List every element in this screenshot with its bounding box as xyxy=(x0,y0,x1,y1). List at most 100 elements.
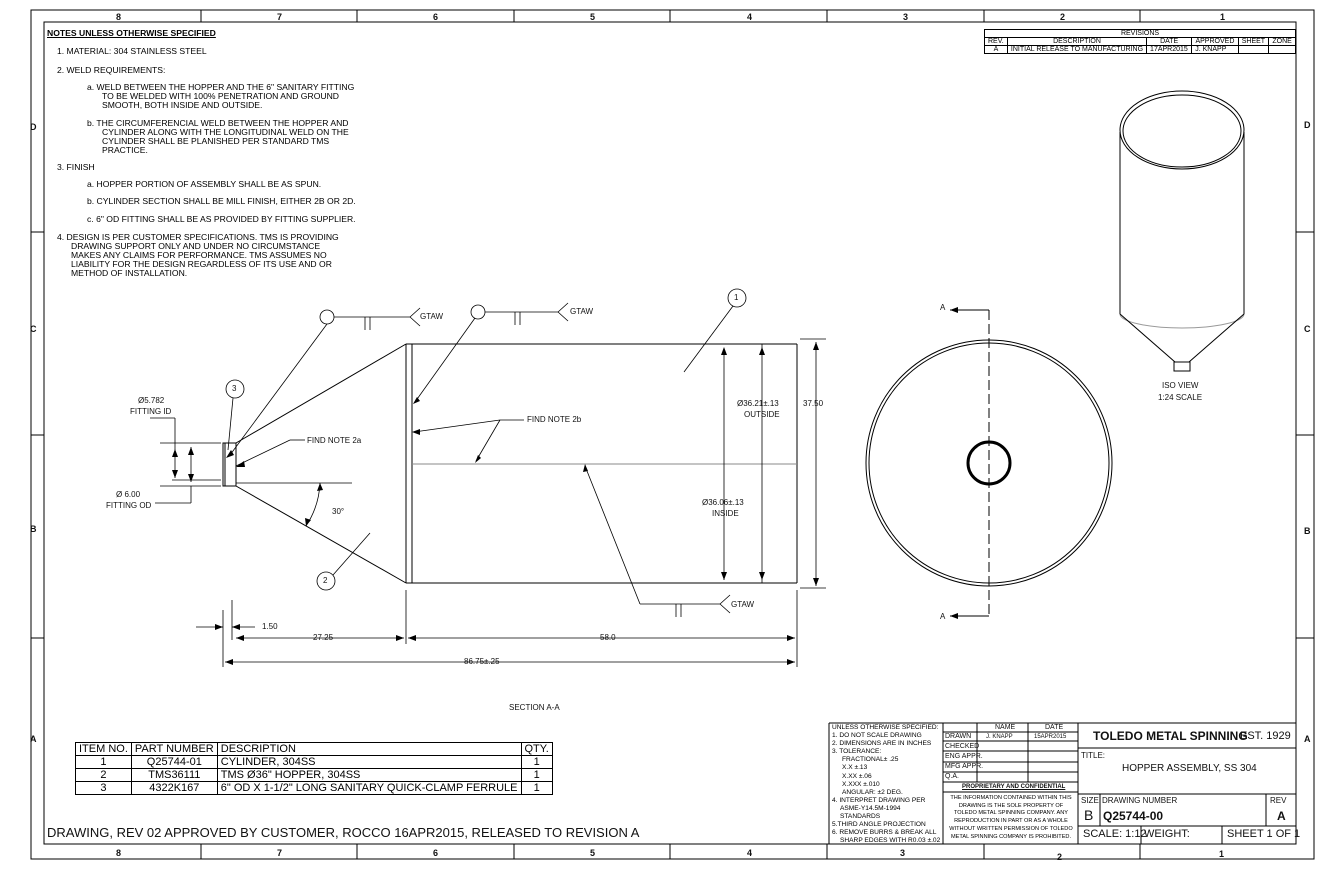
note-3c: c. 6" OD FITTING SHALL BE AS PROVIDED BY… xyxy=(87,214,356,224)
note-3b: b. CYLINDER SECTION SHALL BE MILL FINISH… xyxy=(87,196,356,206)
bill-of-materials: ITEM NO. PART NUMBER DESCRIPTION QTY. 1 … xyxy=(75,742,553,795)
rev-col-description: DESCRIPTION xyxy=(1006,37,1148,46)
outside-diameter: Ø36.21±.13 xyxy=(737,399,779,408)
spec-line: FRACTIONAL± .25 xyxy=(842,756,899,764)
spec-line: 4. INTERPRET DRAWING PER xyxy=(832,796,926,804)
bom-col-item: ITEM NO. xyxy=(75,742,132,756)
balloon-3-label: 3 xyxy=(232,384,237,393)
spec-line: 1. DO NOT SCALE DRAWING xyxy=(832,732,922,740)
bom-row: 1 Q25744-01 CYLINDER, 304SS 1 xyxy=(75,755,553,769)
zone-col-3-bottom: 3 xyxy=(900,848,906,858)
dim-hopper-length: 27.25 xyxy=(313,633,334,642)
proprietary-title: PROPRIETARY AND CONFIDENTIAL xyxy=(962,784,1066,790)
note-2b-line3: CYLINDER SHALL BE PLANISHED PER STANDARD… xyxy=(102,136,330,146)
section-body xyxy=(222,343,798,584)
bom-row: 3 4322K167 6" OD X 1-1/2" LONG SANITARY … xyxy=(75,781,553,795)
company-name: TOLEDO METAL SPINNING xyxy=(1093,729,1248,743)
overall-height: 37.50 xyxy=(803,399,824,408)
zone-col-5-bottom: 5 xyxy=(590,848,596,858)
prop-line: THE INFORMATION CONTAINED WITHIN THIS xyxy=(950,795,1072,801)
bom-cell: 4322K167 xyxy=(130,781,218,795)
rev-cell xyxy=(1268,45,1296,54)
rev-cell: A xyxy=(984,45,1008,54)
balloons xyxy=(225,288,747,591)
zone-col-6-top: 6 xyxy=(433,12,439,22)
approval-note: DRAWING, REV 02 APPROVED BY CUSTOMER, RO… xyxy=(47,825,640,840)
weld-symbols xyxy=(229,302,731,617)
spec-line: 3. TOLERANCE: xyxy=(832,748,882,756)
rev-label: REV xyxy=(1270,796,1287,805)
weld-label-1: GTAW xyxy=(420,312,444,321)
bom-cell: 3 xyxy=(75,781,132,795)
note-1: 1. MATERIAL: 304 STAINLESS STEEL xyxy=(57,46,207,56)
zone-row-c-left: C xyxy=(30,324,37,334)
arrowheads xyxy=(172,342,819,665)
rev-col-rev: REV. xyxy=(984,37,1008,46)
iso-scale: 1:24 SCALE xyxy=(1158,393,1203,402)
bom-cell: CYLINDER, 304SS xyxy=(216,755,522,769)
weld-label-3: GTAW xyxy=(731,600,755,609)
bom-cell: 2 xyxy=(75,768,132,782)
note-3a: a. HOPPER PORTION OF ASSEMBLY SHALL BE A… xyxy=(87,179,322,189)
role-checked: CHECKED xyxy=(945,743,980,750)
title-block-lines xyxy=(828,722,1296,844)
zone-row-d-right: D xyxy=(1304,120,1311,130)
scale: SCALE: 1:12 xyxy=(1083,828,1147,840)
bom-cell: 6" OD X 1-1/2" LONG SANITARY QUICK-CLAMP… xyxy=(216,781,522,795)
size-value: B xyxy=(1084,807,1094,823)
role-qa: Q.A. xyxy=(945,773,960,780)
note-4-line1: 4. DESIGN IS PER CUSTOMER SPECIFICATIONS… xyxy=(57,232,339,242)
bom-cell: TMS Ø36" HOPPER, 304SS xyxy=(216,768,522,782)
bom-col-qty: QTY. xyxy=(520,742,553,756)
note-2a-line3: SMOOTH, BOTH INSIDE AND OUTSIDE. xyxy=(102,100,263,110)
note-2b-line4: PRACTICE. xyxy=(102,145,148,155)
dim-cylinder-length: 58.0 xyxy=(600,633,616,642)
revision-row: A INITIAL RELEASE TO MANUFACTURING 17APR… xyxy=(984,45,1296,54)
zone-col-8-top: 8 xyxy=(116,12,122,22)
zone-col-7-top: 7 xyxy=(277,12,283,22)
balloon-2-label: 2 xyxy=(323,576,328,585)
bom-col-part: PART NUMBER xyxy=(130,742,218,756)
note-4-line5: METHOD OF INSTALLATION. xyxy=(71,268,188,278)
zone-row-a-left: A xyxy=(30,734,37,744)
zone-col-1-top: 1 xyxy=(1220,12,1226,22)
note-3: 3. FINISH xyxy=(57,162,95,172)
dim-fitting-length: 1.50 xyxy=(262,622,278,631)
zone-col-6-bottom: 6 xyxy=(433,848,439,858)
prop-line: REPRODUCTION IN PART OR AS A WHOLE xyxy=(954,818,1068,825)
prop-line: DRAWING IS THE SOLE PROPERTY OF xyxy=(958,802,1064,809)
rev-col-approved: APPROVED xyxy=(1191,37,1239,46)
fitting-id-value: Ø5.782 xyxy=(138,396,165,405)
revisions-table: REVISIONS REV. DESCRIPTION DATE APPROVED… xyxy=(984,29,1296,54)
hdr-date: DATE xyxy=(1045,724,1064,731)
role-drawn: DRAWN xyxy=(945,733,972,740)
section-label: SECTION A-A xyxy=(509,703,560,712)
spec-line: 2. DIMENSIONS ARE IN INCHES xyxy=(832,740,932,748)
zone-row-b-right: B xyxy=(1304,526,1311,536)
iso-view xyxy=(1119,90,1245,372)
zone-col-4-bottom: 4 xyxy=(747,848,753,858)
zone-col-4-top: 4 xyxy=(747,12,753,22)
spec-line: X.X ±.13 xyxy=(842,764,868,772)
zone-col-2-bottom: 2 xyxy=(1057,852,1063,862)
drawing-number-label: DRAWING NUMBER xyxy=(1102,796,1178,805)
bom-col-desc: DESCRIPTION xyxy=(216,742,522,756)
role-eng: ENG APPR. xyxy=(945,753,983,760)
spec-line: 6. REMOVE BURRS & BREAK ALL xyxy=(832,829,937,837)
role-mfg: MFG APPR. xyxy=(945,763,984,770)
note-2b-line2: CYLINDER ALONG WITH THE LONGITUDINAL WEL… xyxy=(102,127,349,137)
rev-cell: INITIAL RELEASE TO MANUFACTURING xyxy=(1006,45,1148,54)
note-2a-line1: a. WELD BETWEEN THE HOPPER AND THE 6" SA… xyxy=(87,82,355,92)
spec-line: X.XXX ±.010 xyxy=(842,780,880,788)
cone-angle: 30° xyxy=(332,507,345,516)
spec-line: UNLESS OTHERWISE SPECIFIED: xyxy=(832,724,939,731)
spec-line: ANGULAR: ±2 DEG. xyxy=(842,788,903,796)
note-2: 2. WELD REQUIREMENTS: xyxy=(57,65,166,75)
find-note-2b: FIND NOTE 2b xyxy=(527,415,582,424)
bom-cell: 1 xyxy=(75,755,132,769)
iso-title: ISO VIEW xyxy=(1162,381,1199,390)
drawing-title: HOPPER ASSEMBLY, SS 304 xyxy=(1122,763,1257,774)
note-2b-line1: b. THE CIRCUMFERENCIAL WELD BETWEEN THE … xyxy=(87,118,349,128)
sheet-number: SHEET 1 OF 1 xyxy=(1227,828,1301,840)
